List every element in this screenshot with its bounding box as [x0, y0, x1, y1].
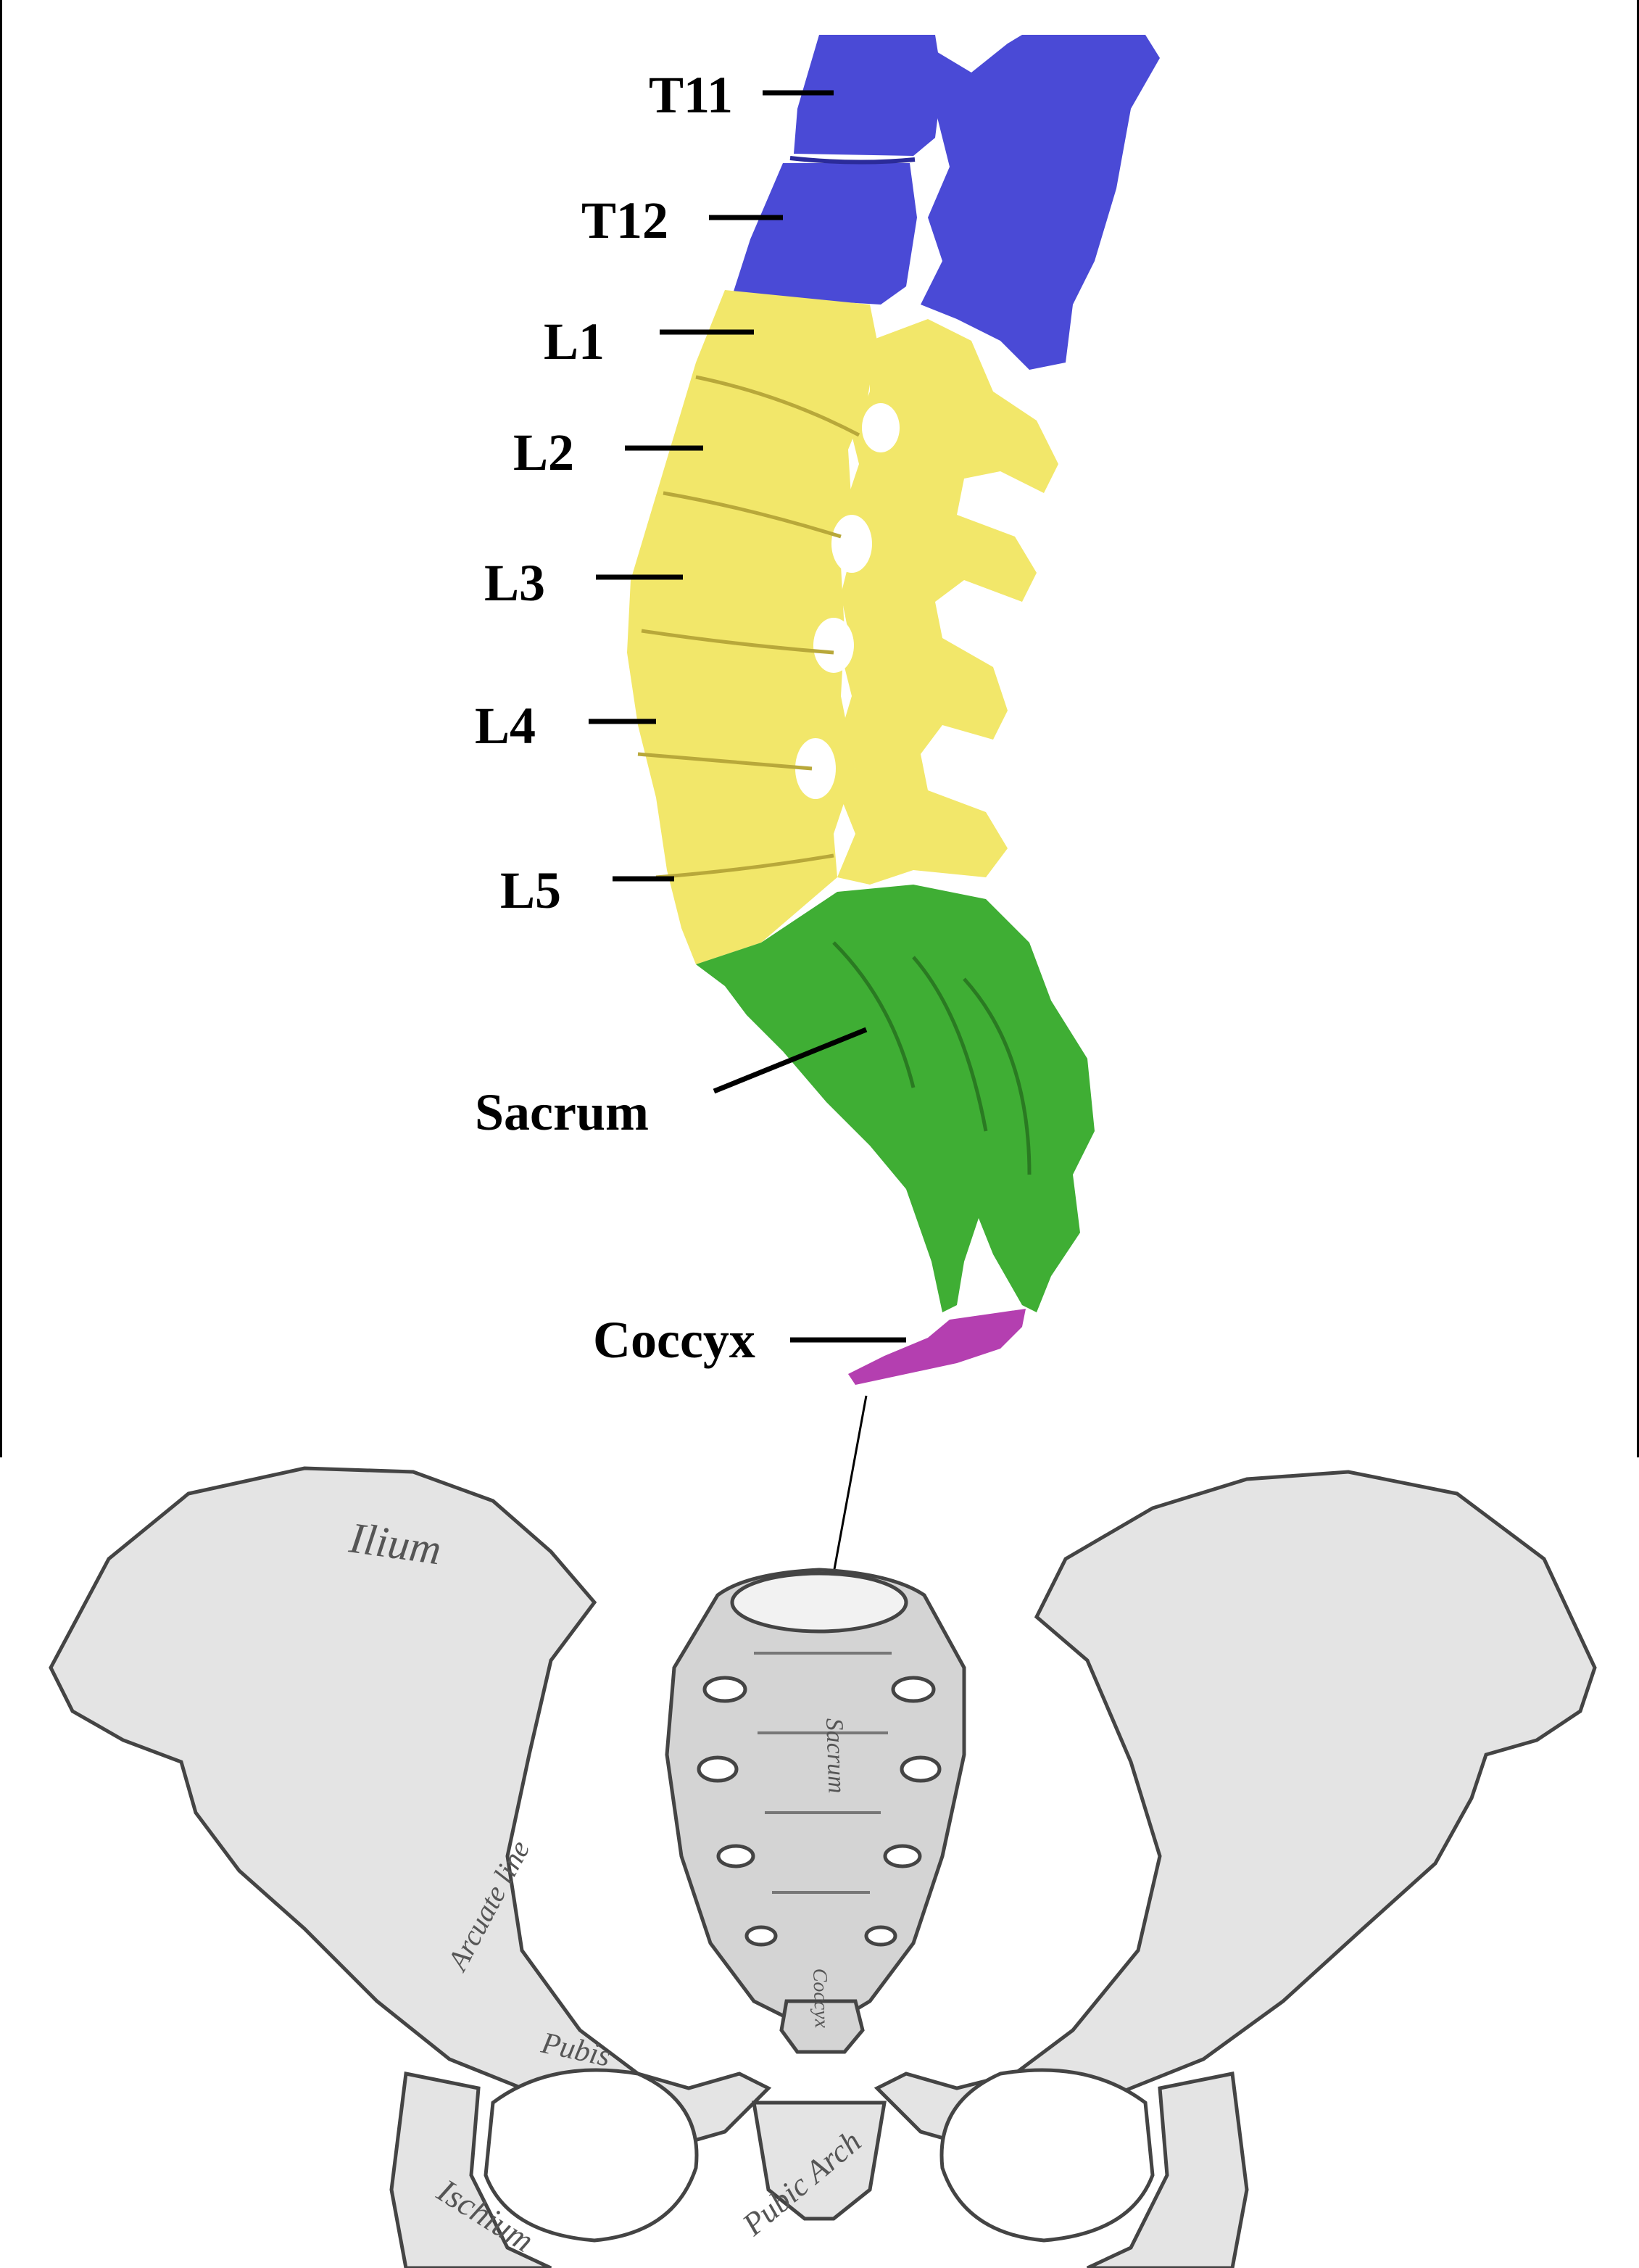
coccyx-lateral	[848, 1309, 1026, 1385]
right-obturator-foramen	[942, 2070, 1153, 2240]
thoracic-posterior-processes	[921, 35, 1160, 370]
sacral-promontory	[732, 1573, 906, 1631]
lateral-spine	[627, 35, 1160, 1385]
sacrum-front	[667, 1570, 964, 2023]
label-l1: L1	[544, 313, 605, 371]
sacrum-lateral	[696, 885, 1095, 1312]
left-ilium	[51, 1468, 768, 2146]
thoracic-disc-line	[790, 158, 915, 162]
lumbar-posterior-processes	[837, 319, 1058, 885]
label-t11: T11	[649, 66, 733, 124]
label-l4: L4	[475, 697, 536, 755]
label-sacrum-front: Sacrum	[821, 1718, 850, 1794]
label-t12: T12	[581, 191, 668, 249]
label-coccyx: Coccyx	[593, 1311, 755, 1369]
right-ilium	[877, 1472, 1595, 2146]
label-l3: L3	[484, 554, 545, 612]
lumbar-vertebrae	[627, 290, 1058, 964]
label-sacrum: Sacrum	[475, 1083, 649, 1141]
label-l2: L2	[513, 423, 574, 481]
t12-vertebral-body	[732, 163, 917, 305]
label-coccyx-front: Coccyx	[808, 1968, 833, 2029]
intervertebral-foramen-2	[831, 515, 872, 573]
intervertebral-foramen-1	[862, 403, 900, 452]
label-l5: L5	[500, 861, 561, 919]
intervertebral-foramen-3	[813, 618, 854, 673]
